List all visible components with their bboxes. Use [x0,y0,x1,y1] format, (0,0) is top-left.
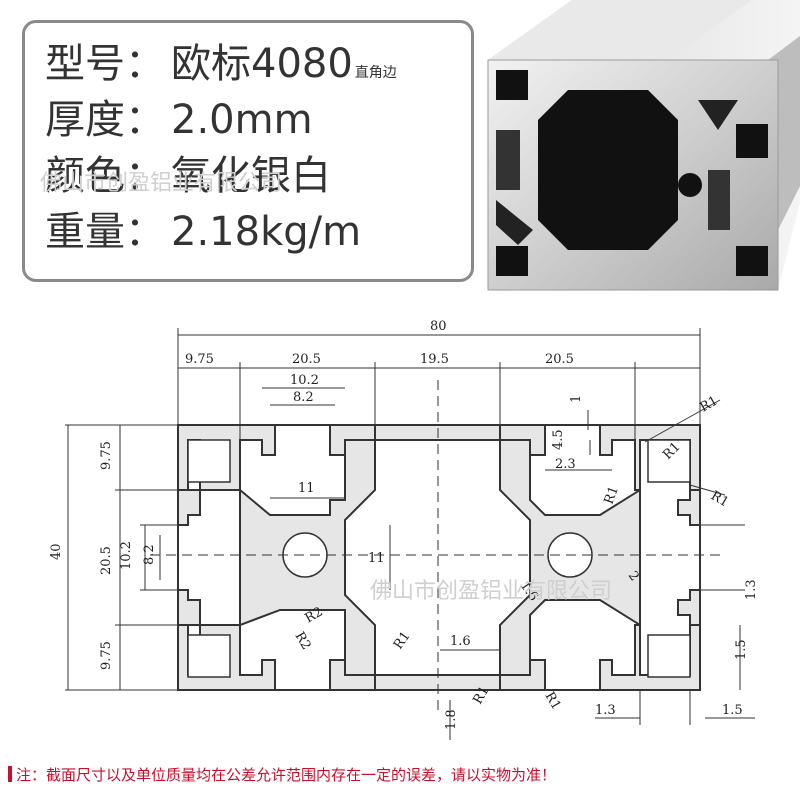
dim-left-bottom: 9.75 [99,641,114,670]
dim-node-width: 11 [298,481,315,496]
dim-slot-outer: 10.2 [290,373,319,388]
thickness-value: 2.0mm [171,97,313,143]
product-photo [487,0,800,291]
spec-row-weight: 重量：2.18kg/m [45,207,361,257]
dim-seg-2: 20.5 [292,352,321,367]
spec-row-thickness: 厚度：2.0mm [45,95,313,145]
profile-section [177,424,701,691]
weight-label: 重量 [45,209,125,255]
dim-left-top: 9.75 [99,441,114,470]
model-suffix: 直角边 [354,65,397,81]
dim-overall-width: 80 [430,319,447,334]
colon: ： [125,41,165,87]
note-marker [8,766,12,782]
dim-1: 1 [569,395,584,403]
centerlines [150,380,720,710]
colon: ： [125,209,165,255]
dim-1-3b: 1.3 [595,703,616,718]
dim-1-6b: 1.6 [450,634,471,649]
dim-1-5b: 1.5 [722,703,743,718]
dim-seg-3: 19.5 [420,352,449,367]
dim-r-corner: R1 [708,488,731,510]
dim-r-mid: R1 [602,484,622,506]
watermark-text: 佛山市创盈铝业有限公司 [40,171,282,196]
model-label: 型号 [45,41,125,87]
dim-1-5a: 1.5 [734,639,749,660]
dim-1-8: 1.8 [444,709,459,730]
dim-slot-inner: 8.2 [293,390,314,405]
dimension-lines [65,328,755,740]
footer-note: 注：截面尺寸以及单位质量均在公差允许范围内存在一定的误差，请以实物为准！ [8,764,556,785]
dim-overall-height: 40 [49,543,64,560]
dim-4-5: 4.5 [551,429,566,450]
dim-left-mid: 20.5 [99,546,114,575]
color-label: 颜色 [45,153,125,199]
dim-seg-1: 9.75 [185,352,214,367]
dim-left-mid-a: 10.2 [119,541,134,570]
technical-drawing: 80 9.75 20.5 19.5 20.5 10.2 8.2 40 9.75 … [49,319,759,740]
spec-row-color: 颜色：氧化银白 [45,151,331,201]
note-text: 注：截面尺寸以及单位质量均在公差允许范围内存在一定的误差，请以实物为准！ [16,766,557,784]
dim-left-mid-b: 8.2 [142,544,157,565]
thickness-label: 厚度 [45,97,125,143]
dim-2-3: 2.3 [555,457,576,472]
weight-value: 2.18kg/m [171,209,362,255]
watermark-drawing: 佛山市创盈铝业有限公司 [370,579,612,604]
dim-r-top-1: R1 [698,393,721,415]
dim-seg-4: 20.5 [545,352,574,367]
dim-1-3a: 1.3 [744,579,759,600]
watermark-top: 佛山市创盈铝业有限公司 [40,171,282,196]
dim-node-height: 11 [368,551,385,566]
color-value: 氧化银白 [171,153,331,199]
colon: ： [125,97,165,143]
colon: ： [125,153,165,199]
model-value: 欧标4080 [171,41,353,87]
dim-r-bot-3: R1 [542,690,564,713]
